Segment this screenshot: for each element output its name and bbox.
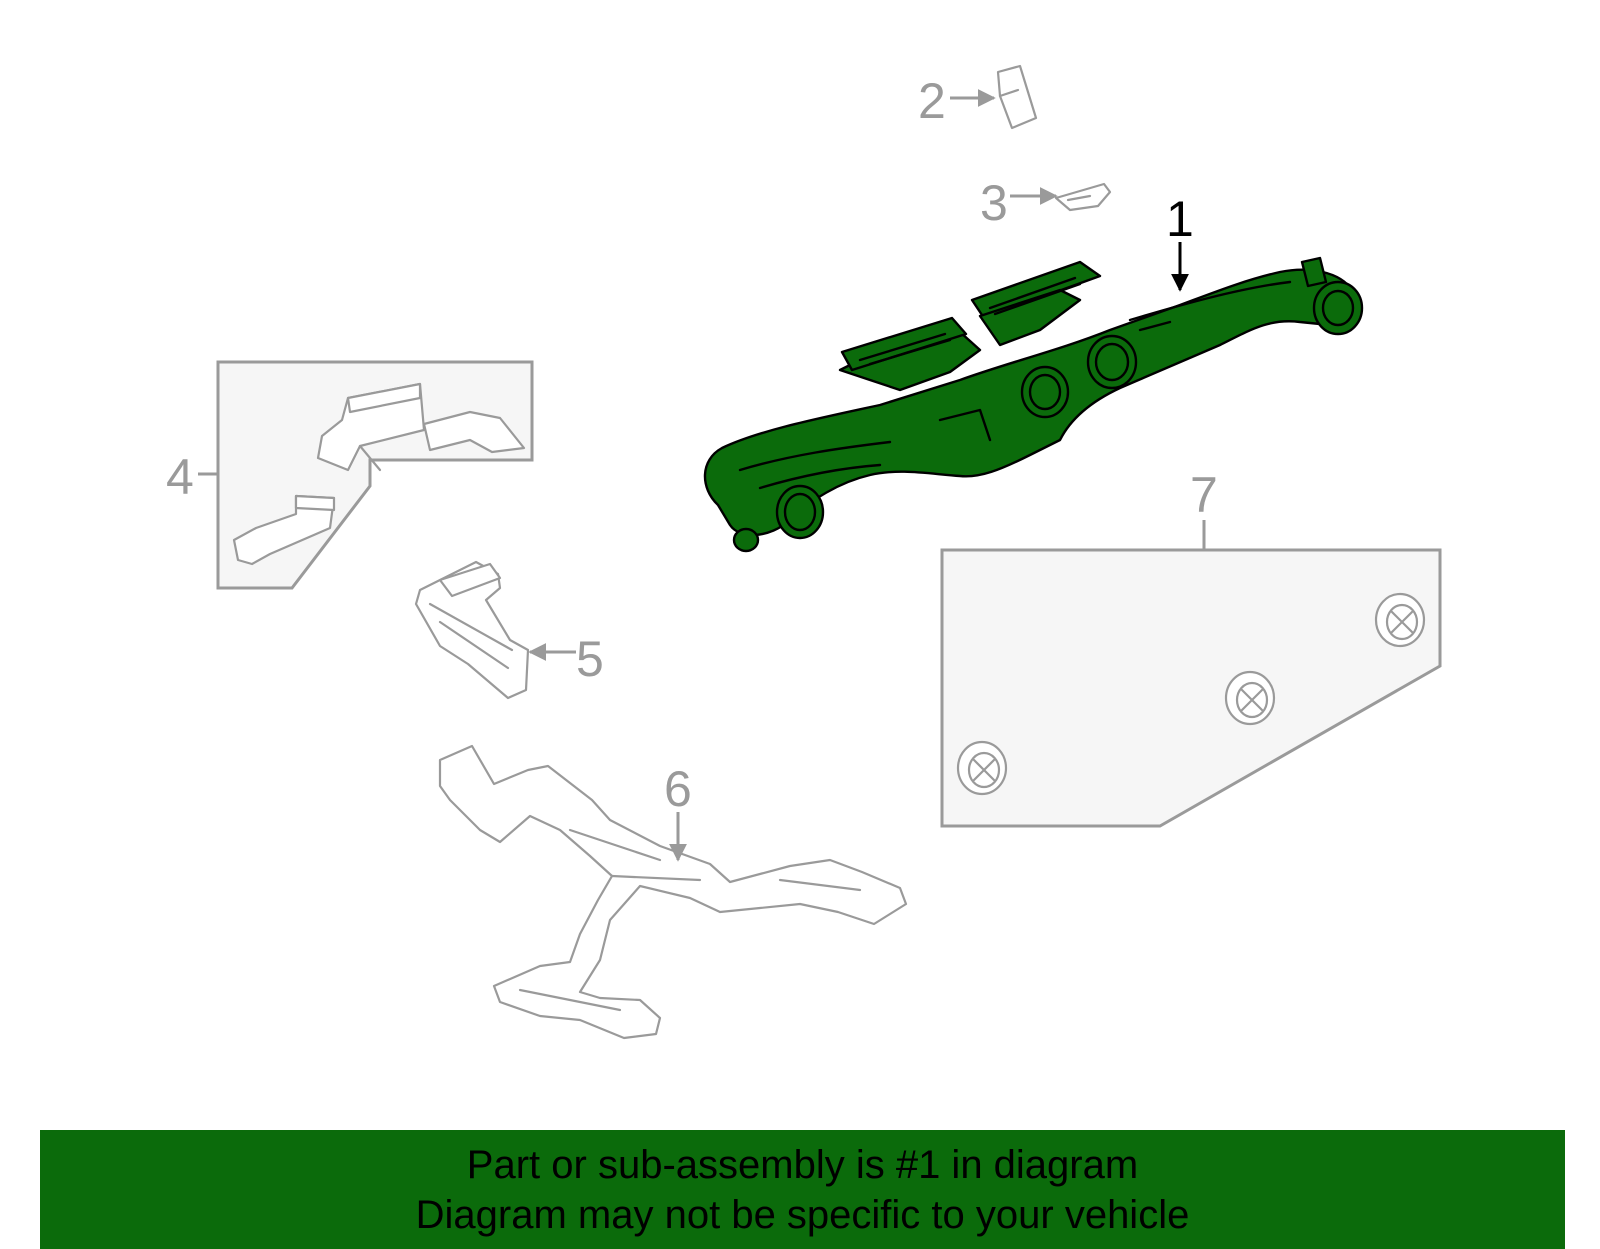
callout-3-label: 3 [980,175,1008,231]
part-2-bracket[interactable] [996,64,1038,130]
banner-line-1: Part or sub-assembly is #1 in diagram [466,1143,1139,1187]
disclaimer-banner: Part or sub-assembly is #1 in diagram Di… [40,1130,1565,1249]
part-3-clip[interactable] [1054,182,1112,212]
callout-7-label: 7 [1190,467,1218,523]
callout-6-label: 6 [664,761,692,817]
callout-5-label: 5 [576,631,604,687]
callout-2-label: 2 [918,73,946,129]
part-5-duct[interactable] [414,560,530,700]
part-1-main-duct[interactable] [703,256,1364,553]
part-7-outlet-kit[interactable] [940,548,1442,828]
callout-1-label: 1 [1166,191,1194,247]
part-4-duct-kit[interactable] [216,360,534,590]
banner-line-2: Diagram may not be specific to your vehi… [415,1193,1190,1237]
part-6-floor-duct[interactable] [438,744,908,1040]
callout-4-label: 4 [166,449,194,505]
